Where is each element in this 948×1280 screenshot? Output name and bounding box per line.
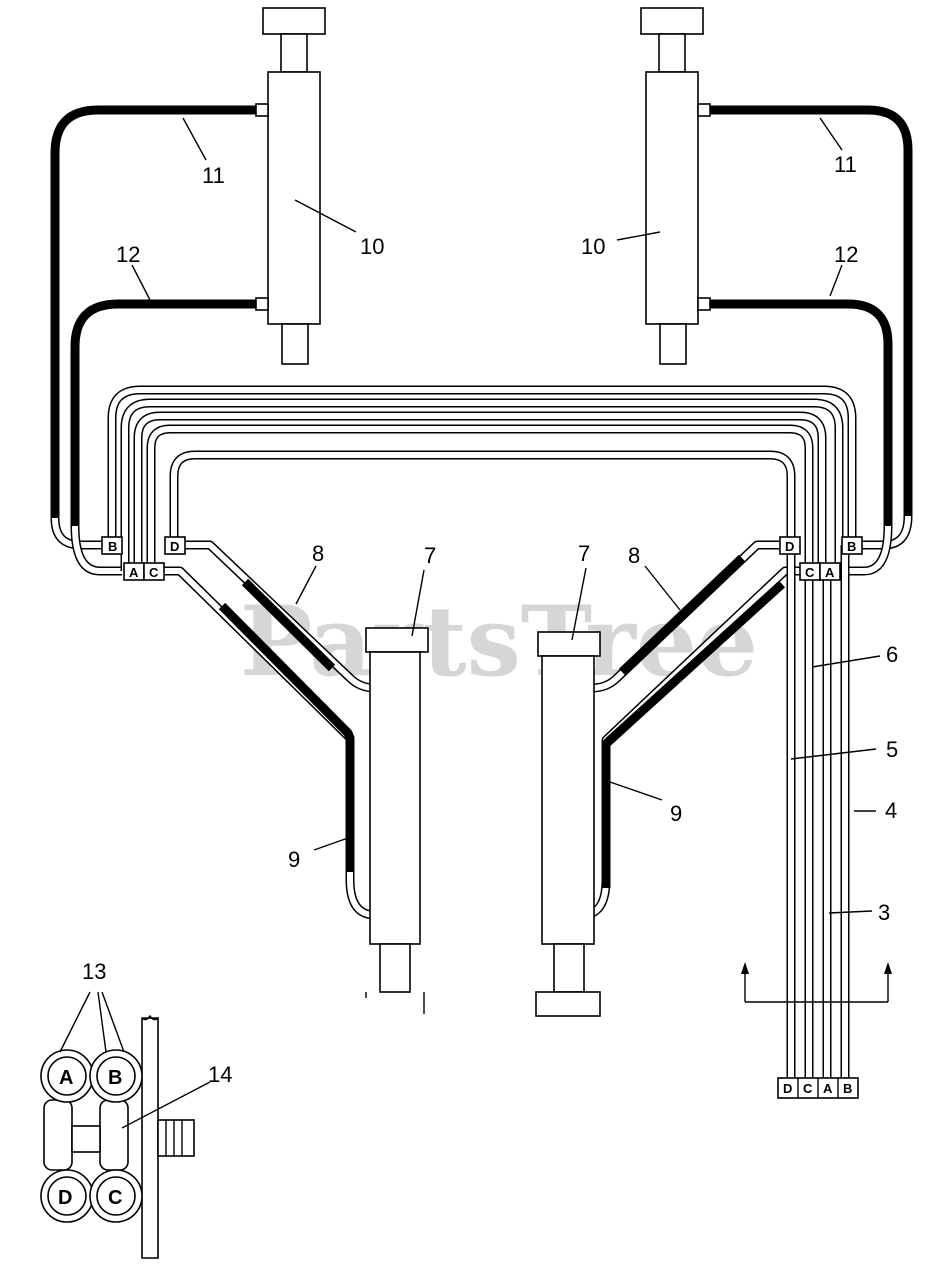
hose-8-left: [241, 578, 336, 672]
cylinder-10-right: [640, 7, 711, 365]
hose-11-right: [710, 105, 913, 518]
hose-11-left: [50, 105, 256, 520]
port-tag-right-c: C: [805, 565, 815, 580]
port-tag-bottom-b: B: [843, 1081, 852, 1096]
clamp-detail: A B D C: [40, 1014, 195, 1259]
clamp-letter-c: C: [108, 1187, 122, 1209]
hose-8-right: [618, 554, 746, 676]
callouts: 11 10 12 11 10 12 7 7 8 8 9 9 6 5 4 3 13…: [82, 152, 898, 1087]
callout-10-left: 10: [360, 234, 384, 259]
callout-10-right: 10: [581, 234, 605, 259]
port-tags-right: D B C A: [779, 536, 863, 581]
callout-6: 6: [886, 642, 898, 667]
clamp-letter-a: A: [59, 1067, 73, 1089]
hose-12-right: [710, 299, 893, 528]
port-tags-left: B A C D: [101, 536, 186, 581]
callout-8-left: 8: [312, 541, 324, 566]
callout-4: 4: [885, 798, 897, 823]
callout-8-right: 8: [628, 543, 640, 568]
hose-9-right: [601, 580, 786, 888]
crossover-tube-bundle: [107, 385, 857, 571]
port-tag-left-a: A: [129, 565, 139, 580]
callout-3: 3: [878, 900, 890, 925]
port-tag-bottom-d: D: [783, 1081, 792, 1096]
hose-12-left: [70, 299, 256, 528]
callout-12-left: 12: [116, 242, 140, 267]
callout-14: 14: [208, 1062, 232, 1087]
port-tag-right-d: D: [785, 539, 794, 554]
port-tags-bottom: D C A B: [777, 1077, 859, 1099]
port-tag-left-b: B: [108, 539, 117, 554]
port-tag-left-c: C: [149, 565, 159, 580]
cylinder-10-left: [255, 7, 326, 365]
port-tag-bottom-c: C: [803, 1081, 813, 1096]
callout-11-right: 11: [834, 152, 857, 177]
port-tag-left-d: D: [170, 539, 179, 554]
callout-7-left: 7: [424, 543, 436, 568]
clamp-letter-b: B: [108, 1067, 122, 1089]
cylinder-7-right: [535, 631, 601, 1017]
callout-12-right: 12: [834, 242, 858, 267]
port-tag-right-b: B: [847, 539, 856, 554]
pressure-lines-bundle: [786, 545, 850, 1080]
callout-5: 5: [886, 737, 898, 762]
hose-9-left: [218, 602, 355, 872]
callout-13: 13: [82, 959, 106, 984]
clamp-letter-d: D: [58, 1187, 72, 1209]
callout-11-left: 11: [202, 163, 225, 188]
leader-lines: [59, 117, 881, 1129]
port-tag-right-a: A: [825, 565, 835, 580]
callout-7-right: 7: [578, 541, 590, 566]
cylinder-7-left: [365, 627, 429, 1014]
port-tag-bottom-a: A: [823, 1081, 833, 1096]
callout-9-right: 9: [670, 801, 682, 826]
callout-9-left: 9: [288, 847, 300, 872]
